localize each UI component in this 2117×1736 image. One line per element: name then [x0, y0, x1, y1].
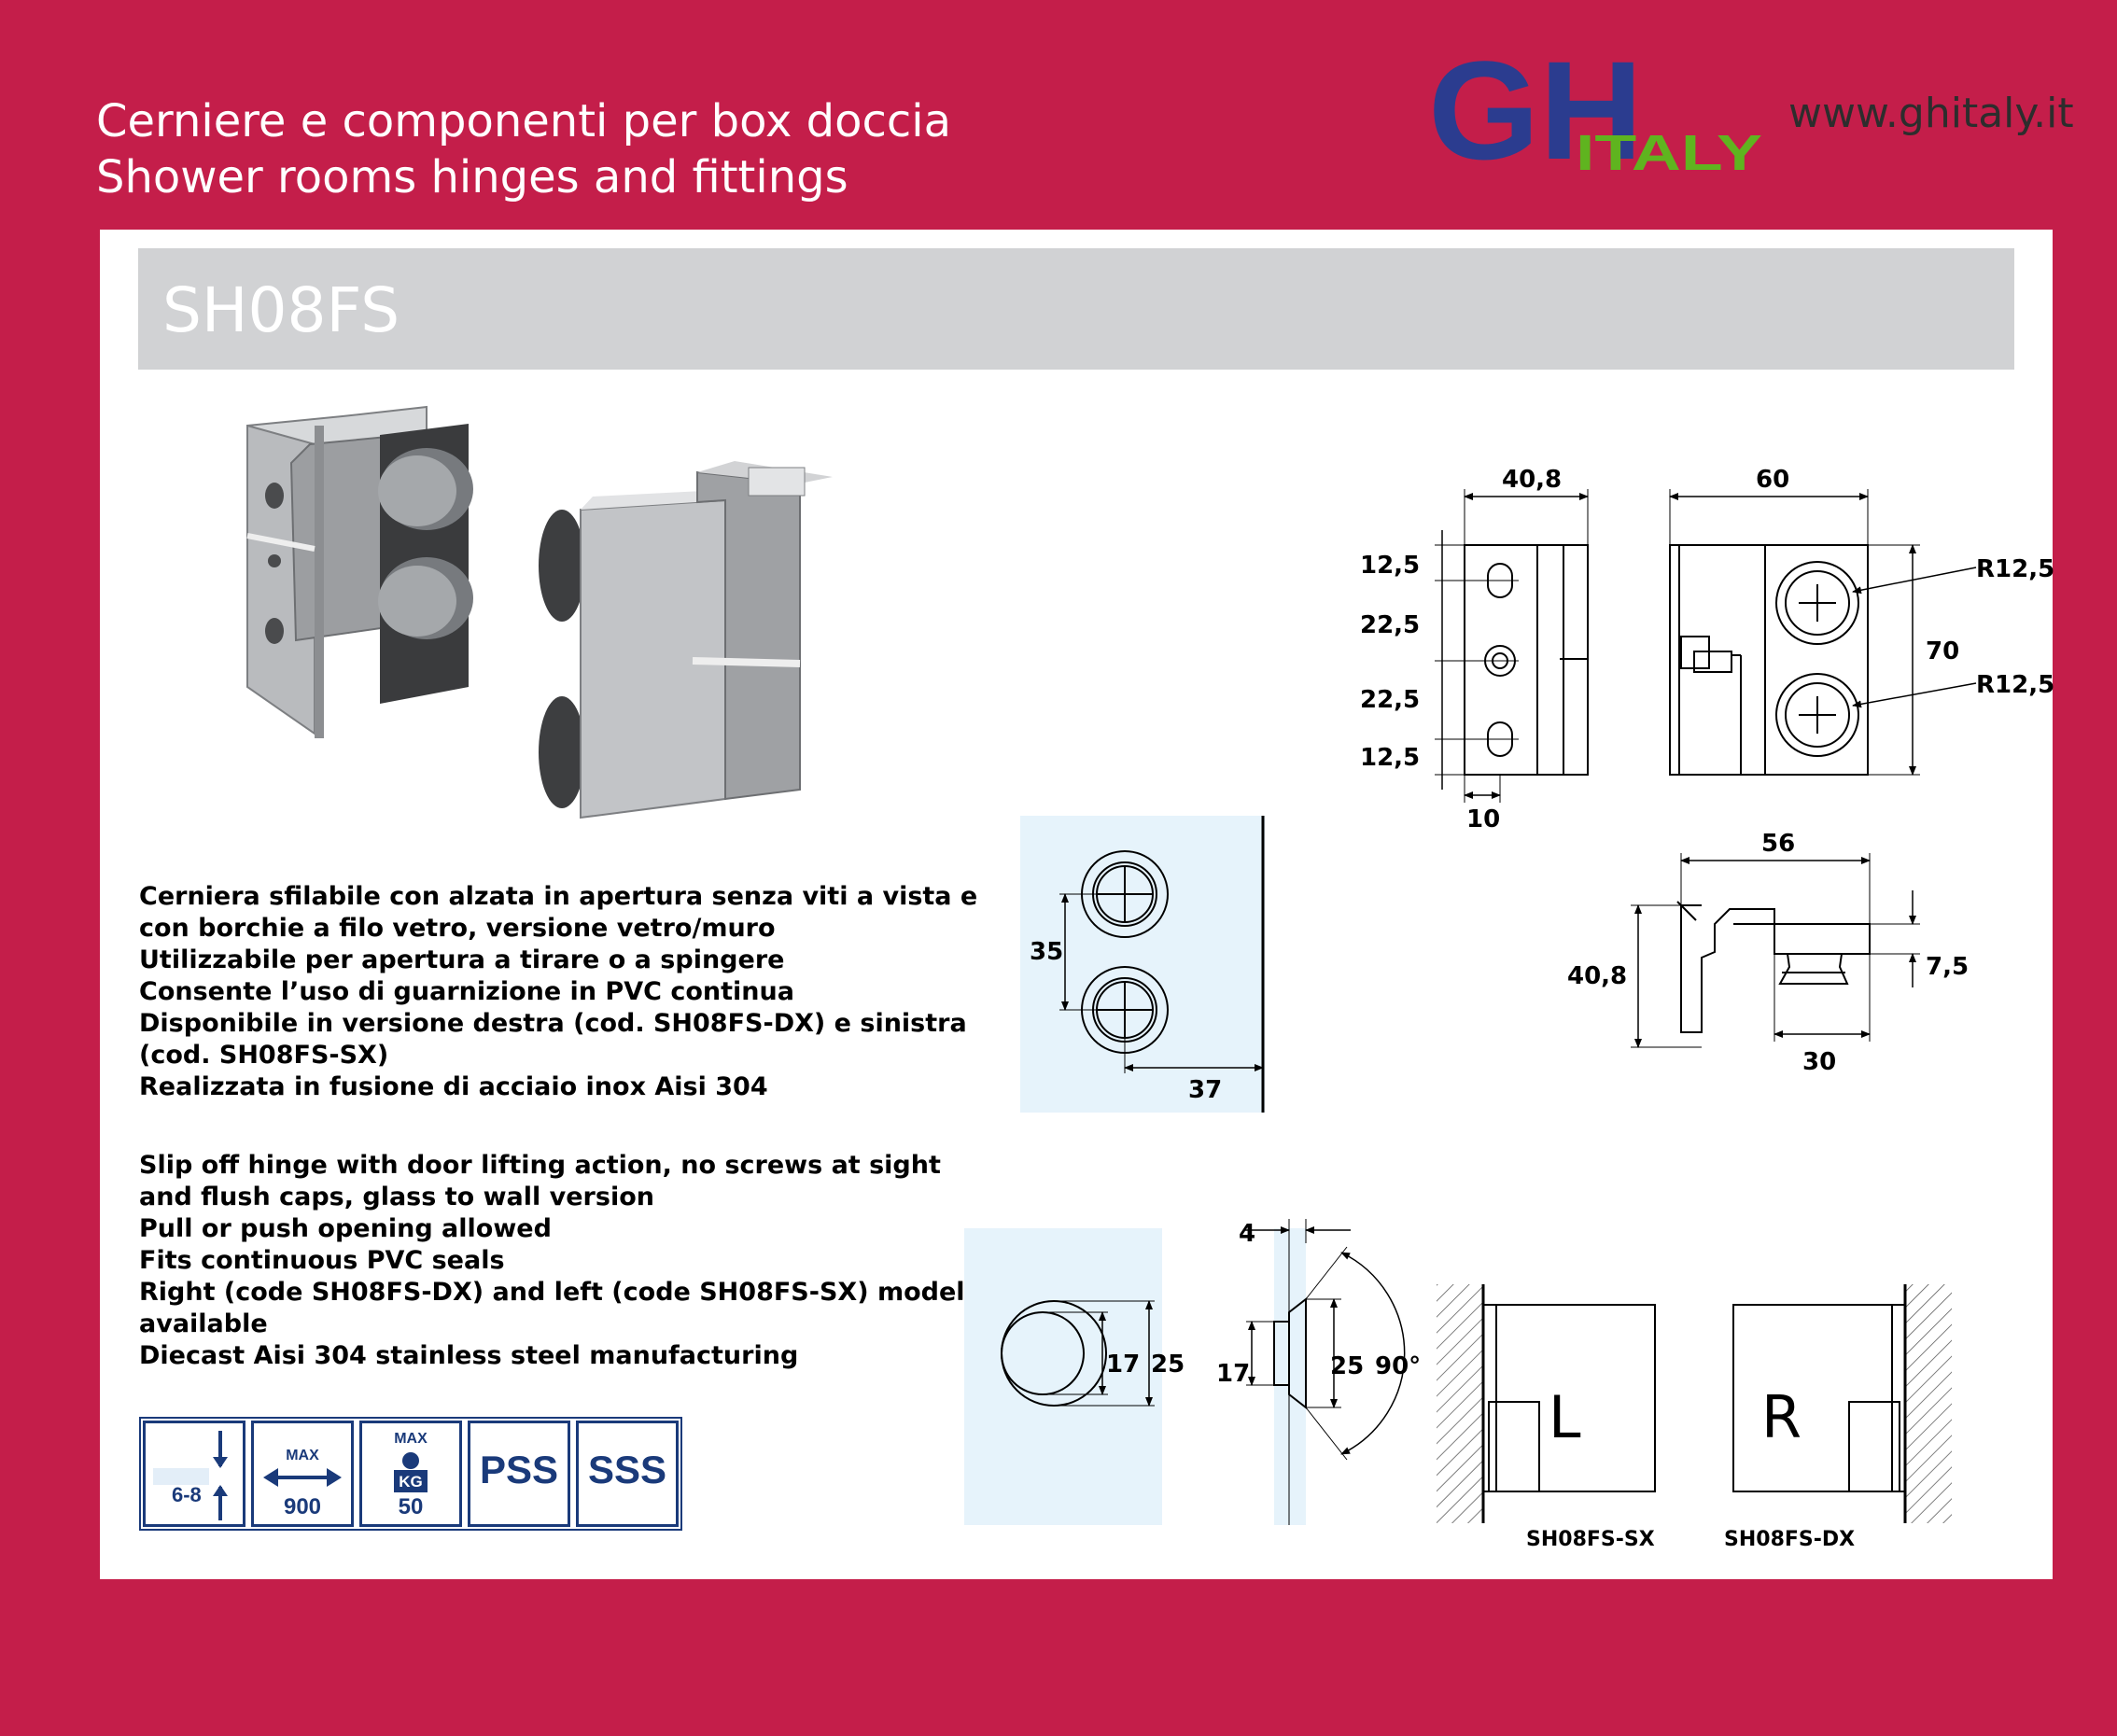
left-model-code: SH08FS-SX — [1526, 1528, 1655, 1551]
desc-it-line: con borchie a filo vetro, versione vetro… — [139, 914, 776, 943]
right-model-letter: R — [1761, 1383, 1802, 1451]
dim-top-width: 56 — [1761, 830, 1795, 858]
logo-italy: ITALY — [1576, 125, 1762, 181]
dim-spacing-2: 22,5 — [1360, 611, 1420, 639]
front-view-drawing — [1669, 489, 1977, 776]
dim-cap-inner: 17 — [1216, 1360, 1250, 1388]
dim-radius-top: R12,5 — [1976, 555, 2054, 583]
technical-drawings: 40,8 12,5 22,5 22,5 12,5 10 — [964, 466, 2054, 1551]
desc-it-line: Realizzata in fusione di acciaio inox Ai… — [139, 1072, 768, 1101]
header-title-it: Cerniere e componenti per box doccia — [96, 95, 952, 147]
desc-it-line: Disponibile in versione destra (cod. SH0… — [139, 1009, 967, 1038]
dim-height: 70 — [1926, 637, 1959, 665]
dim-top-step: 7,5 — [1926, 953, 1969, 981]
max-label: MAX — [286, 1448, 319, 1463]
sss-label: SSS — [587, 1448, 667, 1491]
desc-en-line: and flush caps, glass to wall version — [139, 1183, 654, 1211]
pss-label: PSS — [479, 1448, 559, 1491]
dim-hole-spacing: 35 — [1030, 938, 1063, 966]
desc-en-line: Diecast Aisi 304 stainless steel manufac… — [139, 1341, 799, 1370]
header-title-en: Shower rooms hinges and fittings — [96, 151, 848, 203]
spec-icons: 6-8 MAX 900 MAX KG 50 PSS SSS — [139, 1417, 682, 1531]
title-bar: SH08FS — [138, 248, 2014, 370]
side-view-drawing — [1435, 489, 1589, 803]
desc-it-line: Consente l’uso di guarnizione in PVC con… — [139, 977, 794, 1006]
website-link[interactable]: www.ghitaly.it — [1788, 90, 2074, 137]
top-view-drawing — [1631, 853, 1920, 1048]
max-width-icon: MAX 900 — [251, 1421, 354, 1527]
product-code: SH08FS — [162, 274, 400, 346]
desc-en-line: Slip off hinge with door lifting action,… — [139, 1151, 941, 1180]
desc-it-line: Utilizzabile per apertura a tirare o a s… — [139, 945, 785, 974]
left-model-drawing: L SH08FS-SX — [1437, 1284, 1656, 1551]
description-en: Slip off hinge with door lifting action,… — [139, 1150, 980, 1372]
max-width-value: 900 — [283, 1494, 322, 1519]
sss-icon: SSS — [576, 1421, 679, 1527]
dim-radius-bottom: R12,5 — [1976, 671, 2054, 699]
dim-edge-distance: 37 — [1188, 1076, 1222, 1104]
glass-hole-layout — [1020, 816, 1265, 1113]
dim-side-width: 40,8 — [1502, 466, 1562, 494]
right-model-code: SH08FS-DX — [1724, 1528, 1855, 1551]
description-it: Cerniera sfilabile con alzata in apertur… — [139, 881, 978, 1103]
dim-glass-thickness: 4 — [1239, 1220, 1255, 1248]
right-model-drawing: R SH08FS-DX — [1724, 1284, 1952, 1551]
dim-front-width: 60 — [1756, 466, 1789, 494]
desc-it-line: Cerniera sfilabile con alzata in apertur… — [139, 882, 978, 911]
dim-hole-inner: 17 — [1106, 1351, 1140, 1379]
max-weight-icon: MAX KG 50 — [359, 1421, 462, 1527]
desc-en-line: Fits continuous PVC seals — [139, 1246, 505, 1275]
dim-spacing-3: 22,5 — [1360, 686, 1420, 714]
dim-spacing-1: 12,5 — [1360, 552, 1420, 580]
dim-spacing-4: 12,5 — [1360, 744, 1420, 772]
dim-edge-offset: 10 — [1466, 805, 1500, 833]
glass-thickness-value: 6-8 — [172, 1483, 202, 1506]
pss-icon: PSS — [468, 1421, 570, 1527]
dim-angle: 90° — [1375, 1352, 1421, 1380]
max-label: MAX — [394, 1431, 428, 1447]
dim-top-offset: 30 — [1802, 1048, 1836, 1076]
glass-thickness-icon: 6-8 — [143, 1421, 245, 1527]
left-model-letter: L — [1549, 1383, 1581, 1451]
cap-section — [1244, 1219, 1406, 1525]
glass-hole-section — [964, 1228, 1162, 1525]
dim-hole-outer: 25 — [1151, 1351, 1185, 1379]
max-weight-value: 50 — [398, 1494, 424, 1519]
desc-en-line: available — [139, 1309, 268, 1338]
dim-top-depth: 40,8 — [1567, 962, 1627, 990]
product-sheet: SH08FS Cerniera sfilabile con alzata in … — [100, 230, 2054, 1579]
kg-label: KG — [399, 1473, 423, 1491]
desc-en-line: Right (code SH08FS-DX) and left (code SH… — [139, 1278, 980, 1307]
desc-it-line: (cod. SH08FS-SX) — [139, 1041, 389, 1070]
product-photo — [246, 405, 833, 819]
ghitaly-logo: GH ITALY — [1428, 32, 1762, 189]
logo-gh: GH — [1428, 32, 1643, 189]
dim-cap-outer: 25 — [1330, 1352, 1364, 1380]
desc-en-line: Pull or push opening allowed — [139, 1214, 552, 1243]
